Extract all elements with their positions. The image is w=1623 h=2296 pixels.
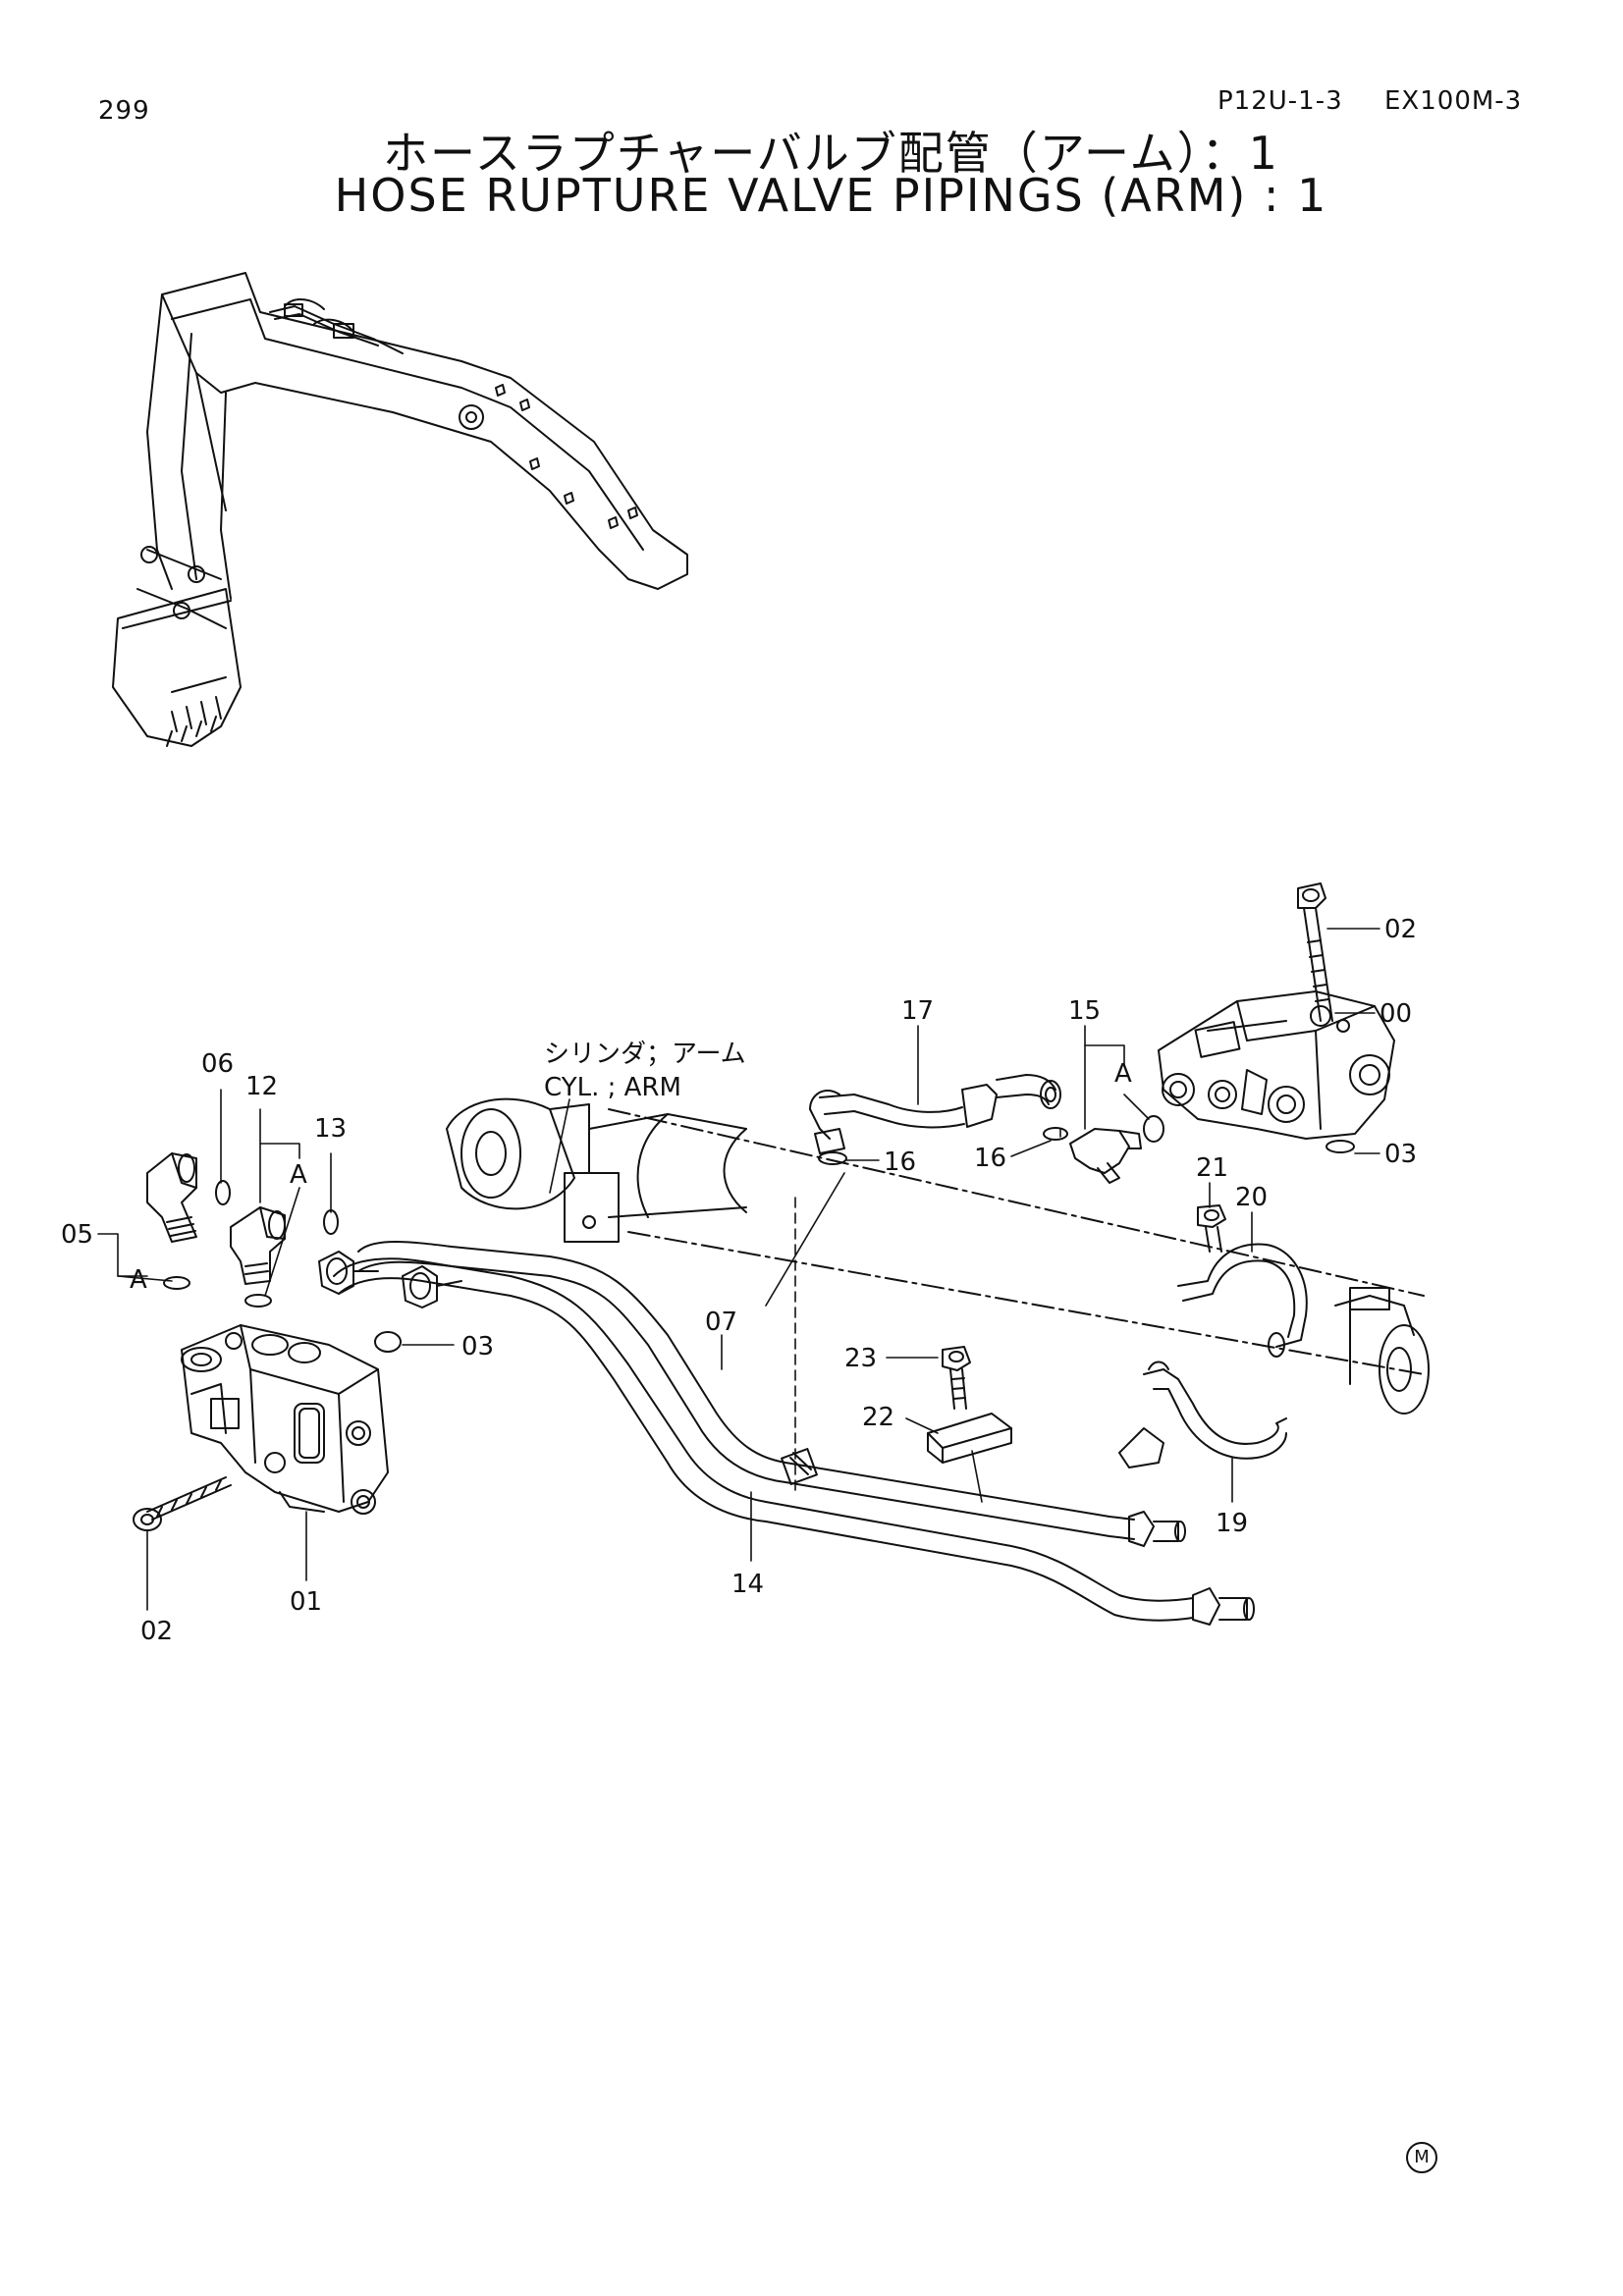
callout-a-15: A — [1114, 1059, 1132, 1089]
callout-21: 21 — [1196, 1153, 1228, 1183]
excavator-arm-illustration — [113, 273, 687, 746]
pipe-07 — [358, 1242, 1134, 1539]
callout-01: 01 — [290, 1587, 322, 1617]
callout-00: 00 — [1380, 999, 1412, 1029]
cylinder-label-english: CYL. ; ARM — [544, 1072, 681, 1102]
pipe-end-fittings — [1129, 1512, 1254, 1625]
callout-03-left: 03 — [461, 1332, 494, 1362]
callout-02-right: 02 — [1384, 915, 1417, 944]
catalog-code: P12U-1-3 — [1217, 86, 1343, 116]
cylinder-label-japanese: シリンダ；アーム — [544, 1040, 746, 1069]
callout-12: 12 — [245, 1072, 278, 1101]
page-number: 299 — [98, 96, 150, 126]
callout-19: 19 — [1216, 1509, 1248, 1538]
hose-17 — [810, 1075, 1060, 1153]
clamp-19 — [1119, 1362, 1286, 1468]
callout-07: 07 — [705, 1308, 737, 1337]
elbow-fitting-12 — [231, 1207, 285, 1284]
valve-01 — [182, 1325, 388, 1514]
elbow-fitting-05 — [147, 1153, 196, 1242]
title-japanese: ホースラプチャーバルブ配管（アーム）：1 — [383, 127, 1279, 180]
callout-05: 05 — [61, 1220, 93, 1250]
o-rings-left — [164, 1181, 401, 1352]
callout-20: 20 — [1235, 1183, 1268, 1212]
callout-a-12: A — [290, 1160, 307, 1190]
clamp-20 — [1178, 1244, 1307, 1357]
bolt-21 — [1198, 1205, 1225, 1252]
callout-23: 23 — [844, 1344, 877, 1373]
footer-m-mark: M — [1406, 2142, 1437, 2173]
callout-a-05: A — [130, 1265, 147, 1295]
model-name: EX100M-3 — [1384, 86, 1523, 116]
elbow-fitting-15 — [1070, 1129, 1141, 1183]
bolt-02-right — [1298, 883, 1332, 1021]
callout-22: 22 — [862, 1403, 894, 1432]
valve-00 — [1159, 991, 1394, 1139]
callout-13: 13 — [314, 1114, 347, 1144]
cylinder-label: シリンダ；アーム CYL. ; ARM — [544, 1039, 746, 1105]
callout-06: 06 — [201, 1049, 234, 1079]
leader-lines — [98, 929, 1380, 1610]
bolt-23 — [943, 1347, 970, 1409]
callout-16-center: 16 — [884, 1148, 916, 1177]
callout-15: 15 — [1068, 996, 1101, 1026]
pipe-nuts-left — [319, 1252, 461, 1308]
callout-16-right: 16 — [974, 1144, 1006, 1173]
callout-17: 17 — [901, 996, 934, 1026]
callout-labels: 02 00 03 17 15 A 16 16 21 20 23 22 19 07… — [61, 915, 1417, 1646]
callout-02-left: 02 — [140, 1617, 173, 1646]
title-english: HOSE RUPTURE VALVE PIPINGS (ARM) : 1 — [334, 169, 1328, 222]
bolt-02-left — [134, 1477, 231, 1530]
o-rings-right — [819, 1116, 1354, 1164]
callout-03-right: 03 — [1384, 1140, 1417, 1169]
arm-cylinder — [447, 1099, 1429, 1414]
clamp-22 — [928, 1414, 1011, 1463]
pipe-14 — [334, 1258, 1193, 1620]
callout-14: 14 — [731, 1570, 764, 1599]
